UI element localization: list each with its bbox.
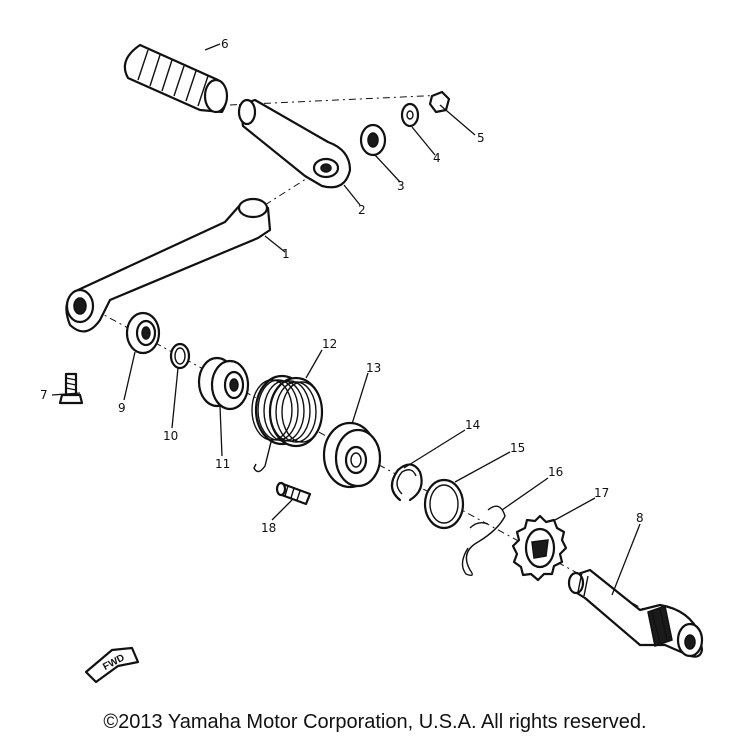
- part-bolt[interactable]: [58, 372, 84, 405]
- callout-2: 2: [358, 203, 366, 217]
- callout-12: 12: [322, 337, 337, 351]
- part-spring-guide[interactable]: [322, 421, 382, 489]
- leader-lines: [51, 43, 641, 596]
- part-kick-clip[interactable]: [461, 505, 506, 577]
- part-collar[interactable]: [359, 123, 387, 157]
- callout-9: 9: [118, 401, 126, 415]
- part-circlip-large[interactable]: [390, 463, 423, 502]
- part-kick-crank[interactable]: [65, 197, 272, 333]
- callout-18: 18: [261, 521, 276, 535]
- callout-5: 5: [477, 131, 485, 145]
- part-nut[interactable]: [428, 90, 451, 114]
- part-plain-washer[interactable]: [423, 478, 465, 530]
- callout-16: 16: [548, 465, 563, 479]
- part-washer[interactable]: [400, 102, 420, 128]
- part-kick-arm-upper[interactable]: [237, 98, 352, 189]
- callout-10: 10: [163, 429, 178, 443]
- copyright-notice: ©2013 Yamaha Motor Corporation, U.S.A. A…: [103, 711, 647, 733]
- part-grip[interactable]: [123, 43, 229, 114]
- callout-8: 8: [636, 511, 644, 525]
- callout-15: 15: [510, 441, 525, 455]
- callout-4: 4: [433, 151, 441, 165]
- callout-6: 6: [221, 37, 229, 51]
- callout-3: 3: [397, 179, 405, 193]
- callout-14: 14: [465, 418, 480, 432]
- part-kick-axle[interactable]: [567, 568, 704, 658]
- callout-11: 11: [215, 457, 230, 471]
- callout-7: 7: [40, 388, 48, 402]
- callout-1: 1: [282, 247, 290, 261]
- part-pin[interactable]: [275, 481, 312, 506]
- part-circlip-small[interactable]: [169, 342, 191, 370]
- fwd-arrow-icon: FWD: [84, 646, 140, 684]
- part-torsion-spring[interactable]: [251, 374, 324, 473]
- part-oil-seal[interactable]: [125, 311, 161, 355]
- part-bushing[interactable]: [197, 356, 250, 411]
- callout-labels: 1 2 3 4 5 6 7 8 9 10 11 12 13 14 15 16 1…: [40, 37, 644, 535]
- center-lines: [94, 94, 701, 641]
- callout-13: 13: [366, 361, 381, 375]
- callout-17: 17: [594, 486, 609, 500]
- part-kick-gear[interactable]: [511, 514, 568, 582]
